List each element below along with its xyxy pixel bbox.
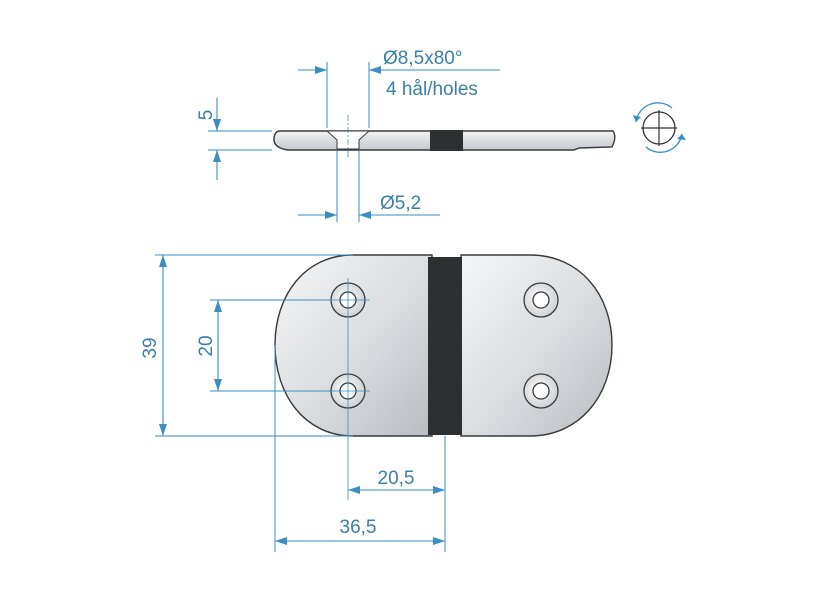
half-width-dimension: 36,5	[274, 345, 445, 552]
right-leaf	[460, 254, 613, 437]
left-leaf	[274, 254, 433, 437]
screw-hole-top-right	[523, 282, 559, 318]
countersink-dimension: Ø8,5x80° 4 hål/holes	[298, 48, 500, 128]
projection-symbol-icon	[633, 102, 686, 153]
hinge-knuckle	[428, 257, 462, 435]
countersink-label: Ø8,5x80°	[383, 48, 462, 69]
hole-offset-dimension: 20,5	[348, 436, 446, 552]
height-label: 39	[140, 337, 161, 358]
hole-spacing-dimension: 20	[196, 299, 330, 392]
hole-centerlines	[326, 278, 370, 500]
side-view-knuckle	[430, 130, 463, 151]
pin-hole-dimension: Ø5,2	[298, 150, 440, 222]
side-view	[273, 115, 616, 158]
screw-hole-bottom-right	[523, 373, 559, 409]
hole-offset-label: 20,5	[378, 468, 415, 489]
height-dimension: 39	[140, 254, 353, 437]
holes-note-label: 4 hål/holes	[386, 79, 478, 100]
half-width-label: 36,5	[340, 517, 377, 538]
thickness-dimension: 5	[196, 98, 272, 180]
hole-spacing-label: 20	[196, 335, 217, 356]
top-view	[274, 254, 613, 500]
thickness-label: 5	[196, 110, 217, 121]
pin-hole-label: Ø5,2	[380, 193, 421, 214]
